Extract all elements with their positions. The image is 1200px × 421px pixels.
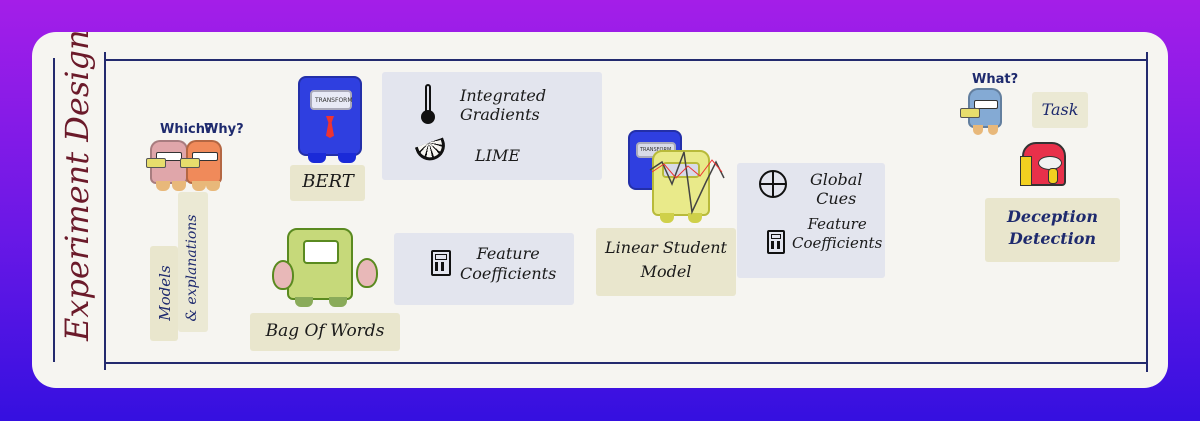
explanations-label: & explanations <box>184 214 200 322</box>
bert-label: BERT <box>302 171 354 192</box>
linear-student-line2: Model <box>640 262 692 281</box>
feature-line: Feature <box>807 215 867 233</box>
student-feature-coefficients-label: Feature Coefficients <box>792 215 882 253</box>
why-label: Why? <box>204 122 244 137</box>
frame-bottom <box>104 362 1148 364</box>
global-line: Global <box>810 170 863 189</box>
transform-badge: TRANSFORM <box>315 97 353 104</box>
transform-badge: TRANSFORM <box>640 147 672 153</box>
bert-label-box <box>290 165 365 201</box>
frame-left <box>104 52 106 370</box>
globe-icon <box>759 170 787 198</box>
word-bag-left-icon <box>272 260 294 290</box>
bag-of-words-explanations-box <box>394 233 574 305</box>
calculator-icon <box>767 230 785 254</box>
deception-detection-label: Deception Detection <box>987 206 1118 250</box>
linear-student-label: Linear Student Model <box>598 236 734 284</box>
feature-line: Feature <box>476 244 540 263</box>
coefficients-line: Coefficients <box>460 264 557 283</box>
books-icon <box>180 158 200 168</box>
page-title: Experiment Design <box>58 32 96 341</box>
integrated-gradients-label: Integrated Gradients <box>460 86 546 124</box>
tie-icon <box>326 116 334 138</box>
bert-character: TRANSFORM <box>298 76 362 163</box>
what-label: What? <box>972 72 1019 87</box>
word-bag-right-icon <box>356 258 378 288</box>
task-label: Task <box>1041 100 1079 119</box>
cues-line: Cues <box>816 189 857 208</box>
models-label: Models <box>156 265 174 321</box>
which-label: Which? <box>160 122 213 137</box>
linear-student-character <box>652 150 710 223</box>
task-label-box <box>1032 92 1088 128</box>
bert-explanations-box <box>382 72 602 180</box>
frame-top <box>104 59 1148 61</box>
global-cues-label: Global Cues <box>810 170 862 208</box>
bag-of-words-character <box>287 228 353 307</box>
coefficients-line: Coefficients <box>792 234 883 252</box>
bow-feature-coefficients-label: Feature Coefficients <box>460 244 556 284</box>
bag-of-words-label: Bag Of Words <box>265 321 385 341</box>
calculator-icon <box>431 250 451 276</box>
linear-student-line1: Linear Student <box>605 238 727 257</box>
zigzag-chart-icon <box>649 151 725 215</box>
linear-student-label-box <box>596 228 736 296</box>
frame-right <box>1146 52 1148 372</box>
explanations-label-bg <box>178 192 208 332</box>
books-icon <box>146 158 166 168</box>
models-label-bg <box>150 246 178 341</box>
detection-line: Detection <box>1008 229 1097 248</box>
deception-spy-icon <box>1020 142 1066 186</box>
deception-line: Deception <box>1007 207 1098 226</box>
lime-label: LIME <box>475 146 521 165</box>
title-divider <box>53 58 55 362</box>
books-icon <box>960 108 980 118</box>
bag-of-words-label-box <box>250 313 400 351</box>
deception-detection-label-box <box>985 198 1120 262</box>
experiment-design-card: Experiment Design Models & explanations … <box>32 32 1168 388</box>
integrated-gradients-line1: Integrated <box>460 86 547 105</box>
integrated-gradients-line2: Gradients <box>460 105 540 124</box>
thermometer-icon <box>420 84 436 128</box>
what-character <box>968 88 1002 135</box>
